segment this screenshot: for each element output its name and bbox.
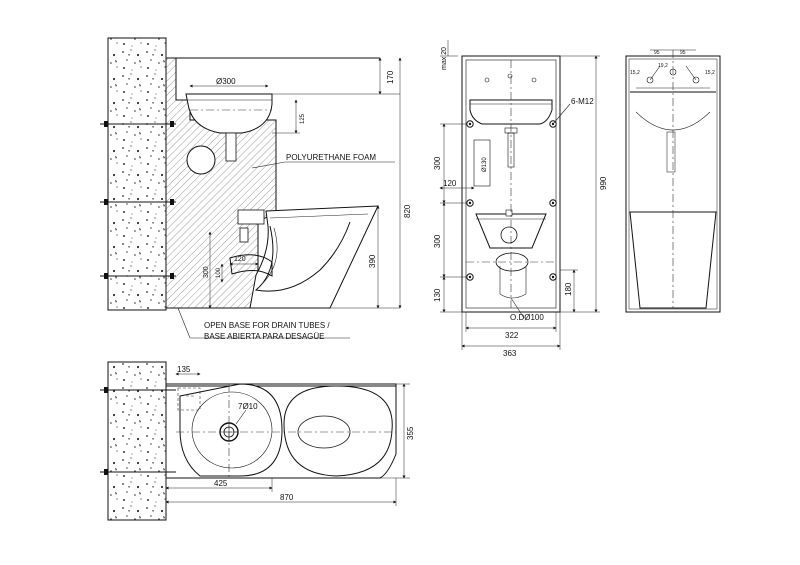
dim-300-side: 300 bbox=[203, 266, 210, 278]
wall-bolts bbox=[100, 121, 176, 279]
plan-view: 135 7Ø10 425 870 355 bbox=[100, 361, 415, 521]
front-180: 180 bbox=[564, 282, 573, 296]
plan-bolts bbox=[100, 387, 176, 475]
side-section-view: Ø300 170 125 820 390 300 100 120 POLYURE… bbox=[100, 37, 412, 341]
front-300b: 300 bbox=[433, 234, 442, 248]
dim-170: 170 bbox=[386, 70, 395, 84]
right-95a: 95 bbox=[654, 50, 660, 56]
front-300a: 300 bbox=[433, 156, 442, 170]
dim-100-side: 100 bbox=[216, 267, 222, 278]
side-toilet-bowl bbox=[249, 205, 379, 309]
dim-120-side: 120 bbox=[234, 256, 246, 263]
front-max20: max 20 bbox=[441, 47, 448, 70]
right-95b: 95 bbox=[680, 50, 686, 56]
open-base-label-en: OPEN BASE FOR DRAIN TUBES / bbox=[204, 321, 330, 330]
inspection-plate bbox=[186, 145, 216, 175]
outlet-label: O.DØ100 bbox=[510, 313, 544, 322]
right-192: 19,2 bbox=[658, 63, 668, 69]
dim-820: 820 bbox=[403, 204, 412, 218]
open-base-label-es: BASE ABIERTA PARA DESAGÜE bbox=[204, 332, 325, 341]
plan-355: 355 bbox=[406, 426, 415, 440]
front-130: 130 bbox=[433, 288, 442, 302]
front-990: 990 bbox=[599, 176, 608, 190]
plan-135: 135 bbox=[177, 365, 191, 374]
plan-870: 870 bbox=[280, 493, 294, 502]
bolt-label: 6-M12 bbox=[571, 97, 594, 106]
right-152b: 15,2 bbox=[705, 70, 715, 76]
front-120: 120 bbox=[443, 179, 457, 188]
right-152a: 15,2 bbox=[630, 70, 640, 76]
valve-fittings bbox=[636, 65, 710, 89]
foam-label: POLYURETHANE FOAM bbox=[286, 153, 376, 162]
front-322: 322 bbox=[505, 331, 519, 340]
basin-diameter-label: Ø300 bbox=[216, 77, 236, 86]
plan-toilet bbox=[283, 385, 393, 477]
concrete-wall bbox=[107, 37, 167, 311]
plan-concrete-wall bbox=[107, 361, 167, 521]
right-view: 95 95 15,2 15,2 19,2 bbox=[625, 49, 721, 313]
front-view: Ø130 max 20 300 300 130 bbox=[433, 40, 608, 358]
plan-425: 425 bbox=[214, 479, 228, 488]
front-363: 363 bbox=[503, 349, 517, 358]
dim-125: 125 bbox=[300, 113, 306, 124]
dim-390: 390 bbox=[368, 254, 377, 268]
front-dia130: Ø130 bbox=[482, 157, 488, 172]
plan-holes: 7Ø10 bbox=[238, 402, 258, 411]
